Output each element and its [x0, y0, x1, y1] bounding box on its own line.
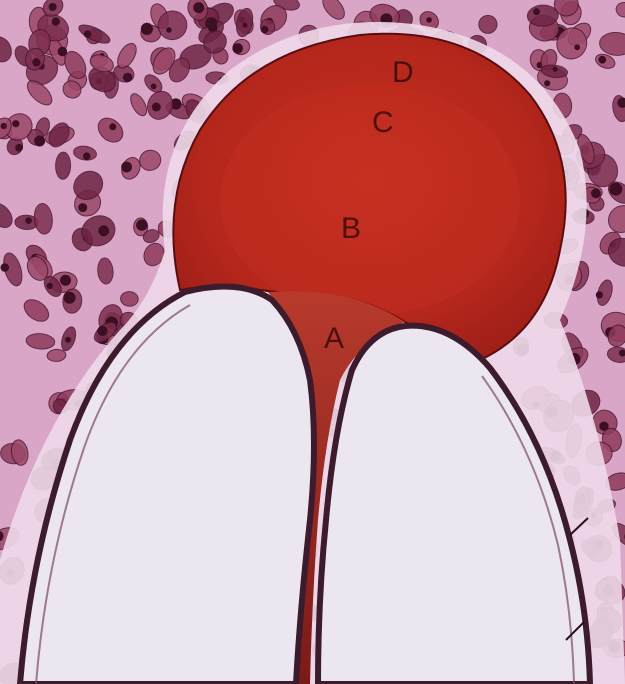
cell-nucleus [97, 326, 107, 336]
cell-nucleus [574, 44, 580, 50]
cell-nucleus [598, 56, 606, 64]
cell-nucleus [121, 162, 132, 173]
cell-nucleus [98, 225, 109, 236]
cell-nucleus [152, 103, 161, 112]
cell-nucleus [12, 120, 19, 127]
cell-nucleus [109, 123, 116, 130]
cell-nucleus [15, 144, 23, 152]
label-d: D [392, 56, 414, 89]
cell-nucleus [47, 283, 53, 289]
cell-nucleus [64, 292, 76, 304]
cell-nucleus [426, 17, 432, 23]
label-b: B [341, 212, 361, 245]
cell-nucleus [78, 203, 87, 212]
label-a: A [324, 322, 344, 355]
cell-nucleus [596, 291, 603, 298]
cell-nucleus [261, 26, 269, 34]
tissue-cell [527, 5, 559, 27]
cell-nucleus [544, 80, 550, 86]
cell-nucleus [553, 67, 558, 72]
cell-nucleus [136, 219, 147, 230]
cell-nucleus [83, 152, 91, 160]
cell-nucleus [25, 217, 32, 224]
cell-nucleus [591, 188, 601, 198]
cell-nucleus [32, 58, 40, 66]
lesion-inner-zone [220, 85, 520, 315]
cell-nucleus [193, 2, 204, 13]
cell-nucleus [65, 337, 71, 343]
cell-nucleus [49, 3, 57, 11]
cell-nucleus [52, 17, 60, 25]
cell-nucleus [123, 73, 132, 82]
cell-nucleus [34, 136, 45, 147]
cell-nucleus [1, 263, 10, 272]
cell-nucleus [609, 183, 622, 196]
cell-nucleus [1, 123, 7, 129]
cell-nucleus [205, 17, 217, 29]
cell-nucleus [533, 8, 540, 15]
cell-nucleus [60, 275, 71, 286]
cell-nucleus [84, 30, 91, 37]
label-c: C [372, 106, 394, 139]
cell-nucleus [243, 23, 248, 28]
cell-nucleus [166, 27, 172, 33]
tissue-cell [55, 152, 70, 179]
cell-nucleus [232, 43, 243, 54]
cell-nucleus [151, 84, 157, 90]
cell-nucleus [141, 23, 153, 35]
